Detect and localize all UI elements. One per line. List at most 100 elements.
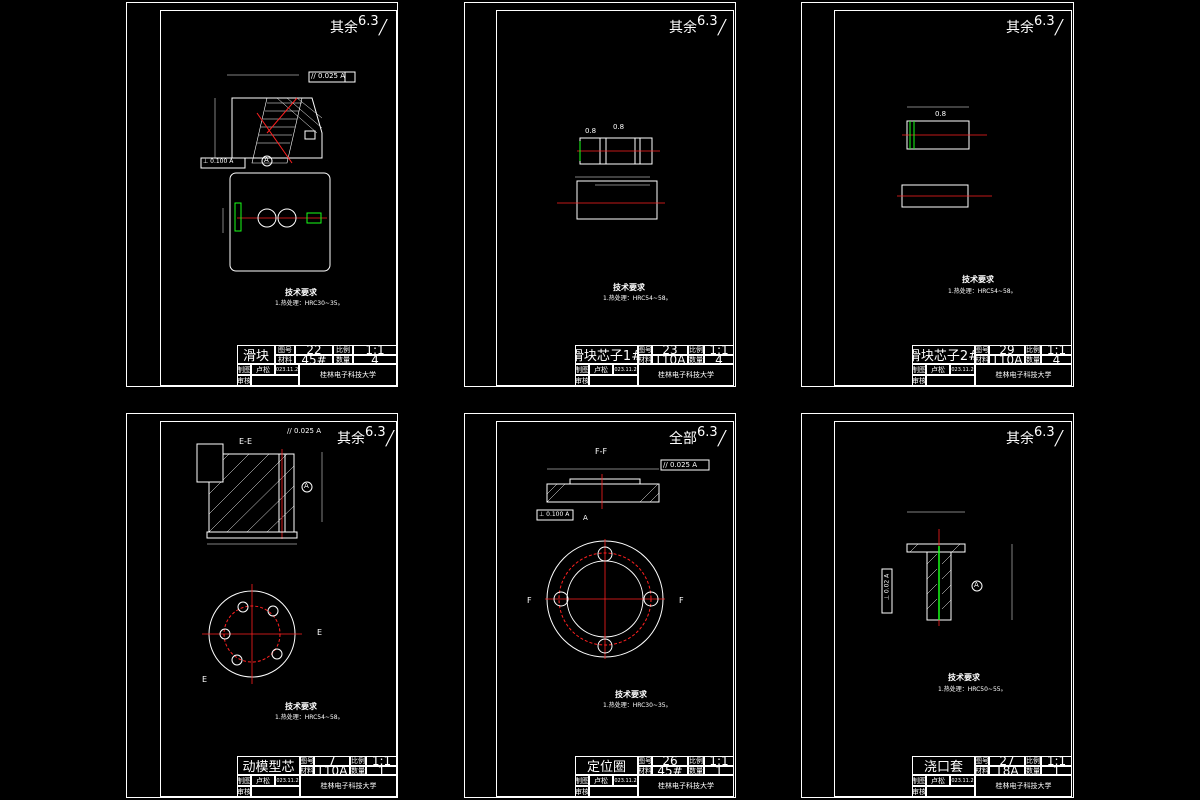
label-quantity: 数量 <box>333 355 353 364</box>
quantity-value: 4 <box>353 355 397 364</box>
drawing-number: 27 <box>989 756 1025 766</box>
school-name: 桂林电子科技大学 <box>300 775 397 797</box>
label-checked: 审核 <box>912 375 926 386</box>
quantity-value: 1 <box>366 766 397 775</box>
school-name: 桂林电子科技大学 <box>975 364 1072 386</box>
title-block: 动模型芯 图号 7 比例 1:1 材料 T10A 数量 1 制图 卢松 2023… <box>237 756 397 797</box>
drawer-name: 卢松 <box>926 775 950 786</box>
cut-mark-f2: F <box>679 596 684 605</box>
label-scale: 比例 <box>1025 345 1041 355</box>
tech-requirement-item: 1.热处理：HRC54~58。 <box>603 295 672 302</box>
tolerance-frame: // 0.025 A <box>287 427 321 435</box>
part-name: 滑块芯子1# <box>575 345 638 364</box>
label-drawing-no: 图号 <box>975 345 989 355</box>
scale-value: 1:1 <box>366 756 397 766</box>
label-quantity: 数量 <box>1025 766 1041 775</box>
quantity-value: 4 <box>704 355 734 364</box>
label-drawing-no: 图号 <box>975 756 989 766</box>
label-checked: 审核 <box>237 375 251 386</box>
part-name: 定位圈 <box>575 756 638 775</box>
label-scale: 比例 <box>688 345 704 355</box>
scale-value: 1:1 <box>353 345 397 355</box>
quantity-value: 1 <box>704 766 734 775</box>
material-value: T8A <box>989 766 1025 775</box>
tech-requirements-title: 技术要求 <box>285 702 317 711</box>
label-drawing-no: 图号 <box>275 345 295 355</box>
cut-mark-e2: E <box>202 675 208 684</box>
drawing-number: 26 <box>652 756 688 766</box>
title-block: 滑块芯子1# 图号 23 比例 1:1 材料 T10A 数量 4 制图 卢松 2… <box>575 345 734 386</box>
school-name: 桂林电子科技大学 <box>638 364 734 386</box>
sprue-bushing-drawing <box>881 511 1013 626</box>
perpendicularity-frame: ⊥ 0.100 A <box>539 511 570 518</box>
label-quantity: 数量 <box>350 766 366 775</box>
roughness-small-1: 0.8 <box>585 127 597 135</box>
material-value: T10A <box>314 766 350 775</box>
scale-value: 1:1 <box>704 345 734 355</box>
tolerance-frame: ⊥ 0.02 A <box>883 573 891 601</box>
drawer-name: 卢松 <box>251 775 275 786</box>
label-checked: 审核 <box>575 786 589 797</box>
checker-name <box>251 786 300 797</box>
scale-value: 1:1 <box>704 756 734 766</box>
tolerance-frame: // 0.025 A <box>663 461 697 469</box>
label-checked: 审核 <box>237 786 251 797</box>
datum-label: A <box>583 514 588 522</box>
drawing-sheet-slider: 其余6.3╱ // 0.025 A ⊥ 0.100 A A 技术要求 1.热处理… <box>126 2 398 387</box>
perpendicularity-frame: ⊥ 0.100 A <box>203 158 234 165</box>
scale-value: 1:1 <box>1041 345 1072 355</box>
locating-ring-drawing <box>536 459 710 659</box>
label-drawn: 制图 <box>575 775 589 786</box>
checker-name <box>251 375 299 386</box>
scale-value: 1:1 <box>1041 756 1072 766</box>
label-drawn: 制图 <box>237 364 251 375</box>
material-value: 45# <box>295 355 333 364</box>
part-name: 动模型芯 <box>237 756 300 775</box>
section-label: E-E <box>239 437 252 446</box>
label-quantity: 数量 <box>688 766 704 775</box>
drawer-name: 卢松 <box>251 364 275 375</box>
slider-core-1-drawing <box>557 137 665 220</box>
drawing-sheet-locating-ring: 全部6.3╱ F-F // 0.025 A ⊥ 0.100 A A F F 技术… <box>464 413 736 798</box>
drawer-name: 卢松 <box>589 364 613 375</box>
tech-requirements-title: 技术要求 <box>613 283 645 292</box>
drawer-name: 卢松 <box>926 364 950 375</box>
moving-core-drawing <box>196 443 323 684</box>
drawing-sheet-moving-core: 其余6.3╱ E-E // 0.025 A A E E 技术要求 1.热处理：H… <box>126 413 398 798</box>
title-block: 滑块芯子2# 图号 29 比例 1:1 材料 T10A 数量 4 制图 卢松 2… <box>912 345 1072 386</box>
label-drawn: 制图 <box>912 775 926 786</box>
label-material: 材料 <box>638 355 652 364</box>
label-material: 材料 <box>975 355 989 364</box>
drawing-number: 23 <box>652 345 688 355</box>
tech-requirements-title: 技术要求 <box>948 673 980 682</box>
datum-label: A <box>304 482 309 490</box>
checker-name <box>926 786 975 797</box>
material-value: 45# <box>652 766 688 775</box>
label-drawn: 制图 <box>575 364 589 375</box>
draw-date: 2023.11.20 <box>613 364 638 375</box>
section-label: F-F <box>595 447 608 456</box>
label-scale: 比例 <box>688 756 704 766</box>
part-name: 滑块芯子2# <box>912 345 975 364</box>
part-name: 浇口套 <box>912 756 975 775</box>
label-scale: 比例 <box>1025 756 1041 766</box>
checker-name <box>926 375 975 386</box>
label-material: 材料 <box>275 355 295 364</box>
cut-mark-f1: F <box>527 596 532 605</box>
draw-date: 2023.11.20 <box>950 775 975 786</box>
draw-date: 2023.11.20 <box>275 364 299 375</box>
tech-requirement-item: 1.热处理：HRC30~35。 <box>275 300 344 307</box>
label-drawing-no: 图号 <box>300 756 314 766</box>
part-name: 滑块 <box>237 345 275 364</box>
tech-requirement-item: 1.热处理：HRC54~58。 <box>948 288 1017 295</box>
quantity-value: 4 <box>1041 355 1072 364</box>
roughness-note: 其余6.3╱ <box>1006 14 1064 36</box>
tech-requirement-item: 1.热处理：HRC54~58。 <box>275 714 344 721</box>
drawing-sheet-sprue-bushing: 其余6.3╱ ⊥ 0.02 A A 技术要求 1.热处理：HRC50~55。 浇… <box>801 413 1074 798</box>
roughness-note: 全部6.3╱ <box>669 425 727 447</box>
label-scale: 比例 <box>333 345 353 355</box>
tech-requirement-item: 1.热处理：HRC50~55。 <box>938 686 1007 693</box>
slider-core-2-drawing <box>897 106 992 208</box>
drawer-name: 卢松 <box>589 775 613 786</box>
roughness-note: 其余6.3╱ <box>330 14 388 36</box>
